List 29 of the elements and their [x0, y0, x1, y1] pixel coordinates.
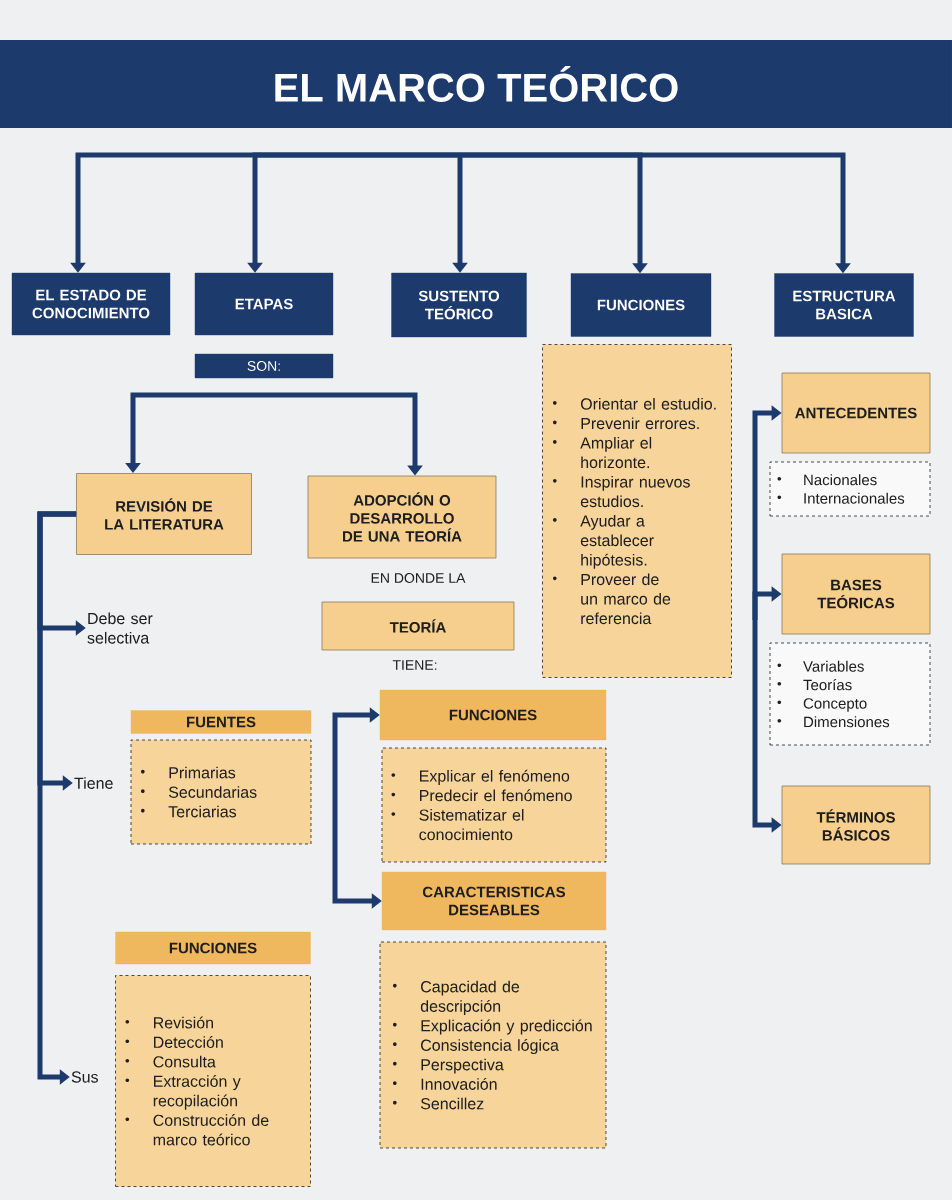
- concept-box: TEORÍA: [321, 601, 515, 651]
- branch-text: Debe ser selectiva: [87, 612, 153, 644]
- bullet-list-box: Variables Teorías Concepto Dimensiones: [769, 642, 931, 746]
- label-bar: SON:: [194, 353, 334, 379]
- header-box: FUENTES: [130, 710, 312, 734]
- category-box: FUNCIONES: [570, 273, 712, 337]
- title-banner: EL MARCO TEÓRICO: [0, 40, 952, 128]
- category-box: ETAPAS: [194, 272, 334, 336]
- bullet-list-box: Revisión Detección Consulta Extracción y recopilación Construcción de marco teórico: [115, 975, 311, 1187]
- concept-box: ADOPCIÓN O DESARROLLO DE UNA TEORÍA: [307, 475, 497, 559]
- branch-text: Sus: [71, 1071, 98, 1083]
- bullet-list-box: Explicar el fenómeno Predecir el fenómeno Sistematizar el conocimiento: [381, 747, 607, 863]
- bullet-list-box: Nacionales Internacionales: [769, 461, 931, 517]
- concept-box: ANTECEDENTES: [781, 372, 931, 454]
- bullet-list-box: Capacidad de descripción Explicación y predicción Consistencia lógica Perspectiva Innovación Sencillez: [379, 941, 607, 1149]
- concept-box: REVISIÓN DE LA LITERATURA: [76, 473, 252, 555]
- linking-text: TIENE:: [392, 660, 437, 670]
- concept-box: TÉRMINOS BÁSICOS: [781, 785, 931, 865]
- category-box: EL ESTADO DE CONOCIMIENTO: [11, 272, 171, 336]
- category-box: ESTRUCTURA BASICA: [774, 273, 914, 337]
- header-box: FUNCIONES: [115, 931, 311, 965]
- branch-text: Tiene: [74, 777, 113, 789]
- concept-box: BASES TEÓRICAS: [781, 553, 931, 635]
- bullet-list-box: Orientar el estudio. Prevenir errores. Ampliar el horizonte. Inspirar nuevos estudios. Ayudar a establecer hipótesis. Proveer de un marco de referencia: [542, 344, 732, 678]
- header-box: CARACTERISTICAS DESEABLES: [381, 871, 607, 931]
- category-box: SUSTENTO TEÓRICO: [391, 272, 527, 338]
- header-box: FUNCIONES: [379, 689, 607, 741]
- bullet-list-box: Primarias Secundarias Terciarias: [130, 739, 312, 845]
- linking-text: EN DONDE LA: [371, 573, 466, 583]
